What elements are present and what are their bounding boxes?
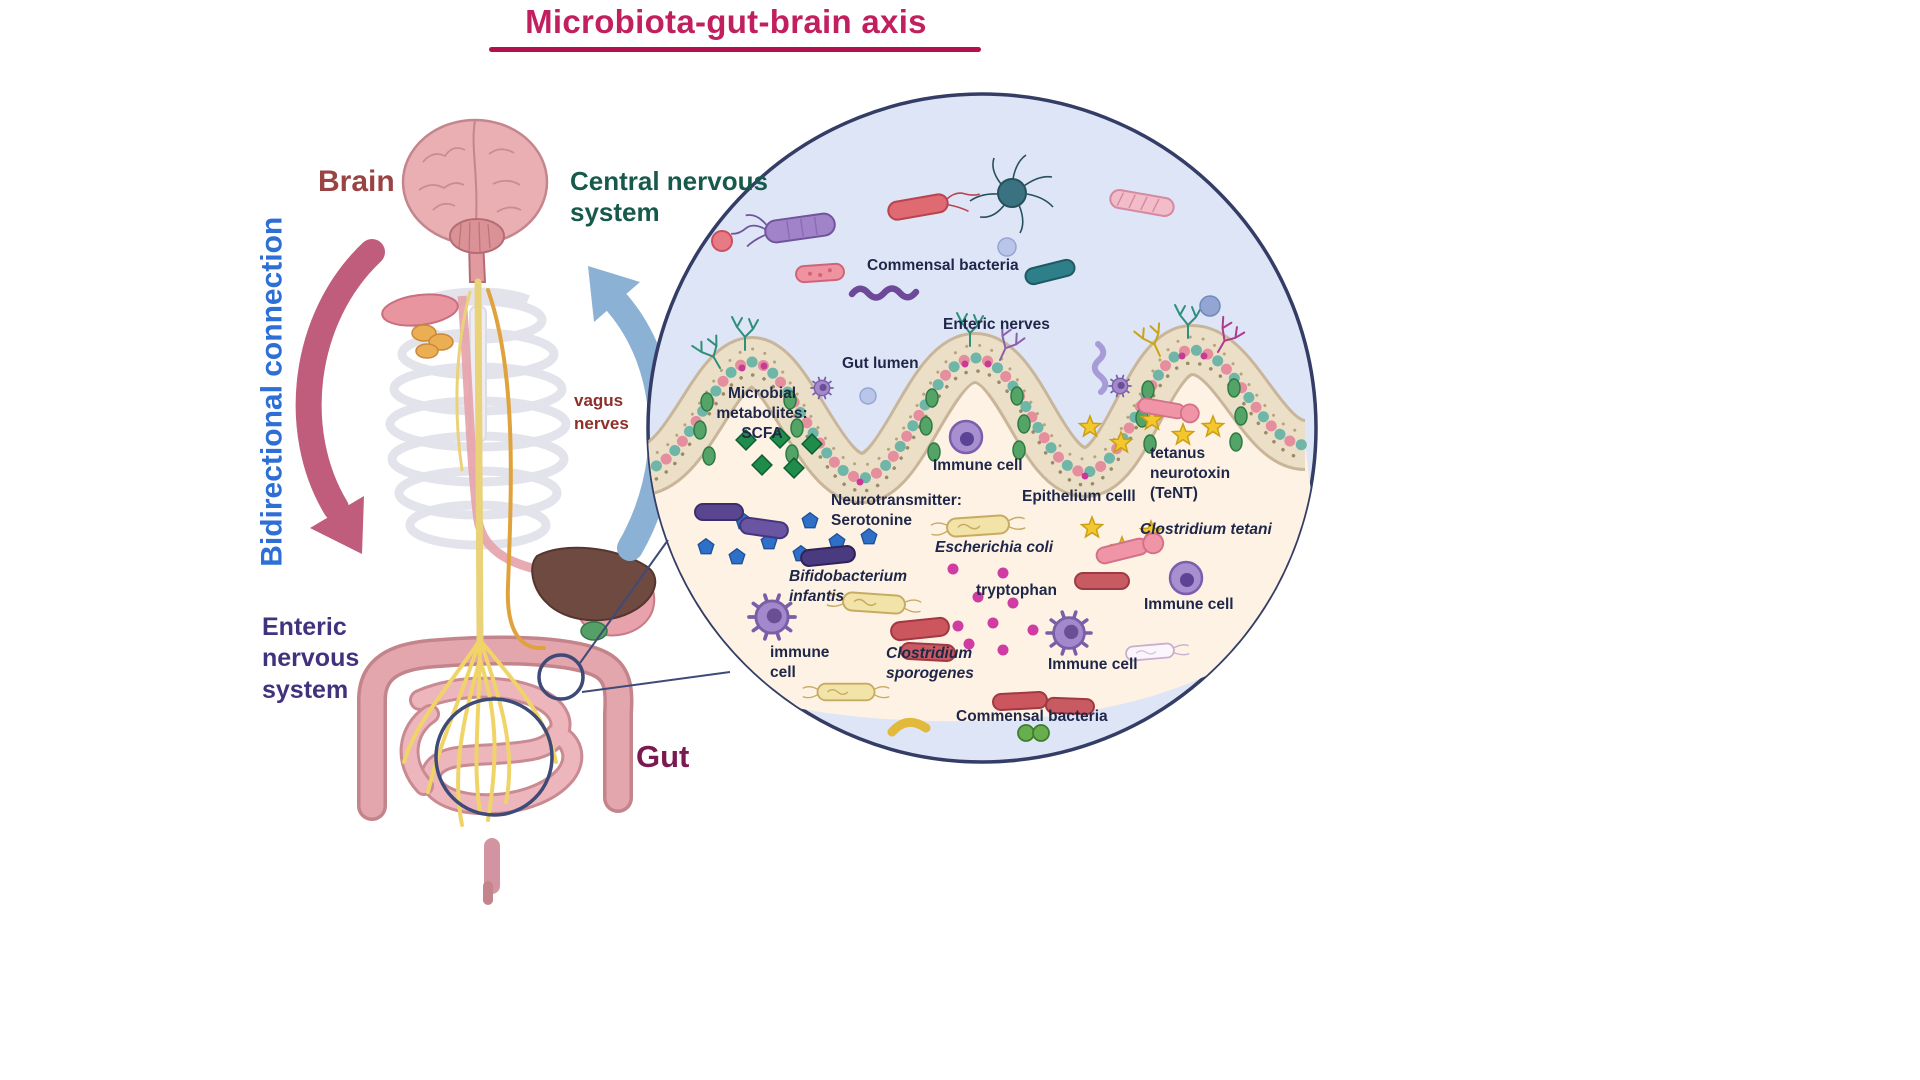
commensal-bacteria-bottom-label: Commensal bacteria [956,708,1108,725]
bacterium-purple-spiral [848,285,920,301]
microbial-metabolites-label: Microbial metabolites: SCFA [716,385,808,443]
title-underline [489,47,981,52]
tryptophan-dots [947,563,1039,656]
clostridium-sporogenes-rods [890,616,956,662]
coccus-red [711,230,733,252]
zoom-callout [434,539,731,817]
bacterium-pink-striped-rod [1109,189,1175,217]
brain-graphic [401,118,549,283]
bidirectional-connection-label: Bidirectional connection [255,216,289,567]
immune-cell-round-center [948,419,984,455]
body-illustration [357,118,657,905]
gut-to-brain-arrowhead [588,266,640,322]
band-dots [738,352,1208,486]
vesicle-blue-2 [1199,295,1221,317]
zoom-line-upper [579,539,669,664]
bacterium-flagellate-ball [969,154,1054,234]
immune-cell-round-right [1168,560,1204,596]
scfa-metabolites [735,427,823,479]
tetanus-neurotoxin-label: tetanus neurotoxin (TeNT) [1150,445,1231,503]
neurotransmitter-label: Neurotransmitter: Serotonine [831,492,962,530]
bacterium-lavender-spiral [1091,341,1109,395]
enteric-nervous-system-label: Enteric nervous system [262,613,360,704]
cocci-green-pair [1017,724,1050,742]
vagus-nerves-label: vagus nerves [574,391,629,433]
central-nervous-system-label: Central nervous system [570,166,768,228]
commensal-red-rods [992,572,1130,716]
gut-inset [646,92,1318,764]
goblet-cells [693,378,1248,466]
immune-cell-left-label: immune cell [770,644,830,682]
brain-label: Brain [318,165,395,198]
mouth-organ-graphic [381,293,459,327]
bifidobacterium-rods [694,503,856,567]
clostridium-sporogenes-label: Clostridium sporogenes [886,645,974,683]
figure-title: Microbiota-gut-brain axis [525,3,927,40]
immune-cell-bottom-label: Immune cell [1048,656,1138,673]
bacterium-white-rod [1125,642,1190,662]
clostridium-tetani-cells [1095,397,1200,565]
immune-cell-center-label: Immune cell [933,457,1023,474]
bacterium-purple-rod [730,212,836,248]
lumen-bacteria-top [711,154,1221,405]
vagus-nerve-graphic [402,278,558,827]
tryptophan-label: tryptophan [976,582,1057,599]
zoom-source-circle-large [434,697,554,817]
gut-lumen-label: Gut lumen [842,355,919,372]
brain-to-gut-arrow [295,239,385,521]
zoom-line-lower [581,671,731,693]
bacterium-pink-small-rod [795,262,845,284]
clostridium-tetani-label: Clostridium tetani [1140,521,1272,538]
immune-cell-right-label: Immune cell [1144,596,1234,613]
epithelium-cell-label: Epithelium celll [1022,488,1136,505]
escherichia-coli-label: Escherichia coli [935,539,1054,556]
enteric-nerves-label: Enteric nerves [943,316,1050,333]
bacterium-teal-rod [1024,258,1076,286]
zoom-source-circle-small [537,653,585,701]
lamina-contents [694,397,1225,742]
bacterium-vibrio-yellow [887,717,931,737]
vesicle-blue-1 [997,237,1017,257]
bacterium-red-rod [887,192,980,221]
thyroid-gland-graphic [411,324,454,359]
vesicle-blue-3 [859,387,877,405]
brain-to-gut-arrowhead [310,496,364,554]
gut-label: Gut [636,739,690,774]
bifidobacterium-infantis-label: Bifidobacterium infantis [789,568,907,606]
commensal-bacteria-top-label: Commensal bacteria [867,257,1019,274]
